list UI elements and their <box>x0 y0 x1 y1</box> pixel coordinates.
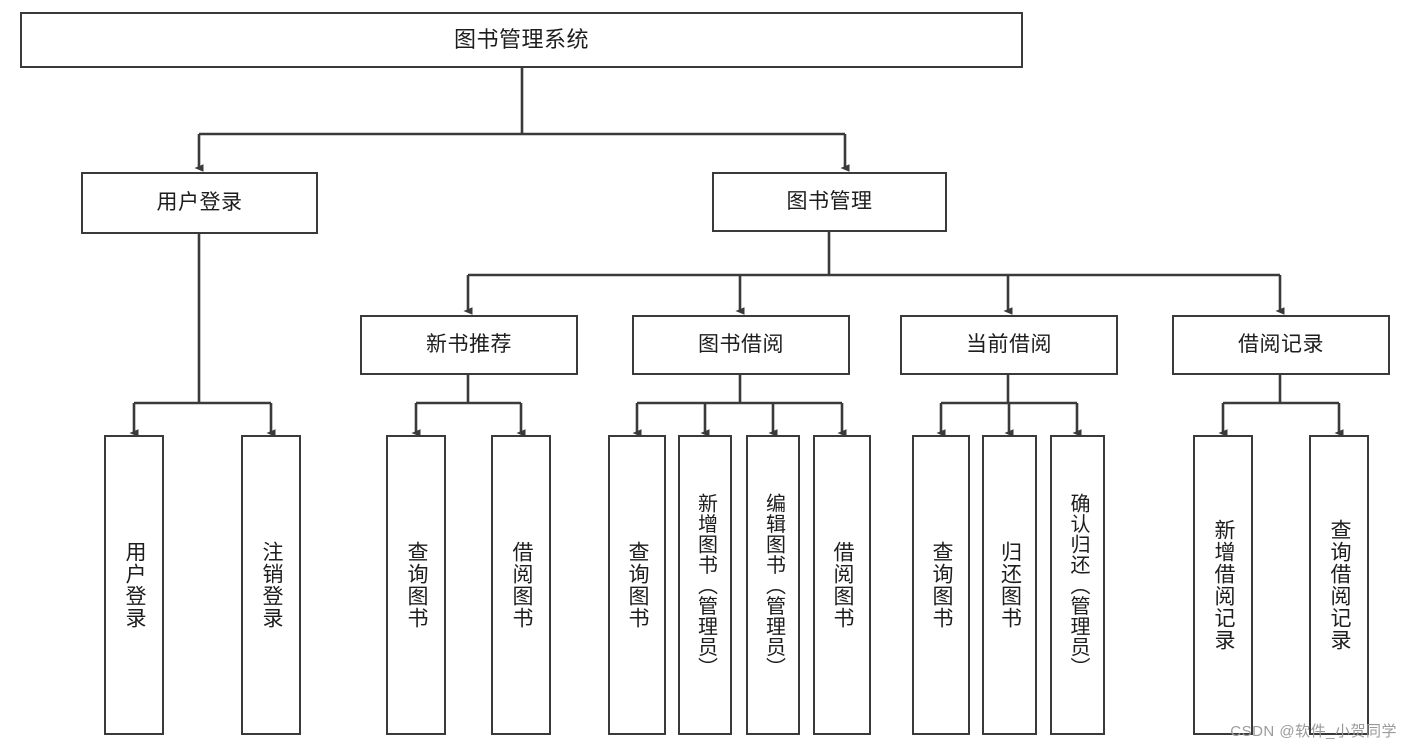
node-leaf-confirm-return-admin[interactable]: 确认归还（管理员） <box>1050 435 1105 735</box>
node-leaf-logout-login[interactable]: 注销登录 <box>241 435 301 735</box>
node-new-book-recommend[interactable]: 新书推荐 <box>360 315 578 375</box>
node-label: 查询图书 <box>626 541 650 629</box>
node-root-book-management-system[interactable]: 图书管理系统 <box>20 12 1023 68</box>
node-current-borrow[interactable]: 当前借阅 <box>900 315 1118 375</box>
node-label: 查询借阅记录 <box>1328 519 1352 651</box>
node-leaf-borrow-book-1[interactable]: 借阅图书 <box>491 435 551 735</box>
node-label: 查询图书 <box>930 541 954 629</box>
node-label: 新书推荐 <box>426 332 512 356</box>
node-label: 编辑图书（管理员） <box>762 492 785 678</box>
node-leaf-user-login[interactable]: 用户登录 <box>104 435 164 735</box>
node-leaf-return-book[interactable]: 归还图书 <box>982 435 1037 735</box>
node-label: 确认归还（管理员） <box>1067 492 1089 678</box>
node-leaf-query-book-2[interactable]: 查询图书 <box>608 435 666 735</box>
node-label: 归还图书 <box>998 541 1022 629</box>
node-label: 借阅图书 <box>831 541 855 629</box>
node-leaf-add-book-admin[interactable]: 新增图书（管理员） <box>678 435 732 735</box>
node-label: 图书管理系统 <box>453 27 589 53</box>
node-label: 图书管理 <box>786 189 873 213</box>
node-label: 用户登录 <box>156 190 243 214</box>
node-leaf-add-borrow-record[interactable]: 新增借阅记录 <box>1193 435 1253 735</box>
watermark: CSDN @软件_小贺同学 <box>1230 723 1397 740</box>
node-label: 当前借阅 <box>966 332 1052 356</box>
node-label: 图书借阅 <box>698 332 784 356</box>
node-label: 新增借阅记录 <box>1212 519 1236 651</box>
node-label: 借阅图书 <box>510 541 534 629</box>
node-label: 查询图书 <box>405 541 429 629</box>
node-label: 注销登录 <box>260 541 284 629</box>
node-borrow-record[interactable]: 借阅记录 <box>1172 315 1390 375</box>
node-book-borrow[interactable]: 图书借阅 <box>632 315 850 375</box>
node-label: 用户登录 <box>123 541 147 629</box>
node-user-login[interactable]: 用户登录 <box>81 172 318 234</box>
node-leaf-edit-book-admin[interactable]: 编辑图书（管理员） <box>746 435 800 735</box>
node-label: 新增图书（管理员） <box>694 492 717 678</box>
node-leaf-query-book-1[interactable]: 查询图书 <box>386 435 446 735</box>
node-label: 借阅记录 <box>1238 332 1324 356</box>
node-leaf-query-book-3[interactable]: 查询图书 <box>912 435 970 735</box>
node-leaf-borrow-book-2[interactable]: 借阅图书 <box>813 435 871 735</box>
node-leaf-query-borrow-record[interactable]: 查询借阅记录 <box>1309 435 1369 735</box>
node-book-manage[interactable]: 图书管理 <box>712 172 947 232</box>
